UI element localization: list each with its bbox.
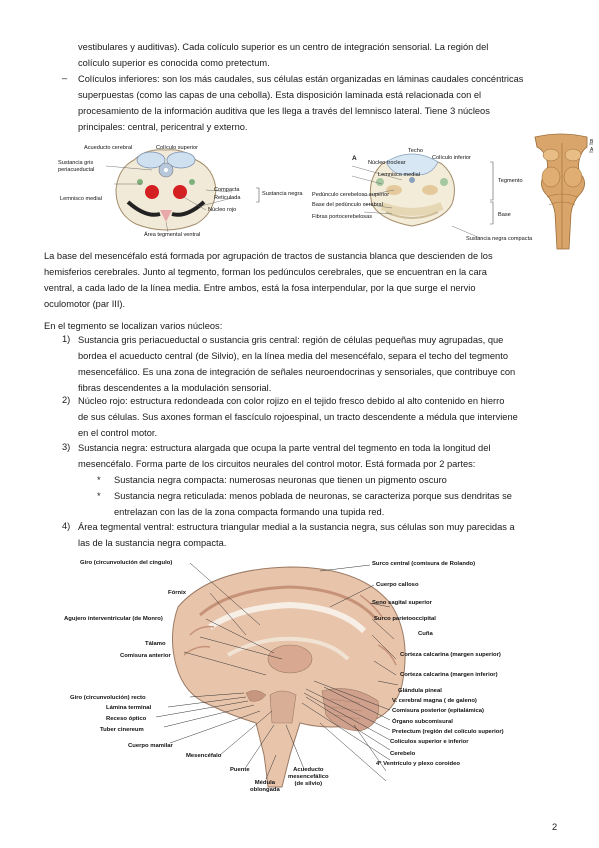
brain-label-organo-subcomisural: Órgano subcomisural xyxy=(392,719,453,725)
brain-label-glandula-pineal: Glándula pineal xyxy=(398,688,442,694)
intro-line-1: vestibulares y auditivas). Cada colículo… xyxy=(78,42,489,52)
brain-label-receso-optico: Receso óptico xyxy=(106,716,147,722)
inferior-line-4: principales: central, pericentral y exte… xyxy=(78,122,248,132)
item3-line-1: Sustancia negra: estructura alargada que… xyxy=(78,443,491,453)
brainstem-figure: B A xyxy=(527,133,597,251)
label-base-pedunculo: Base del pedúnculo cerebral xyxy=(312,202,383,208)
brain-label-giro-recto: Giro (circunvolución) recto xyxy=(70,695,146,701)
brain-label-calcarina-inf: Corteza calcarina (margen inferior) xyxy=(400,672,498,678)
list-number-1: 1) xyxy=(62,334,71,344)
label-acueducto-cerebral: Acueducto cerebral xyxy=(84,145,133,151)
brain-label-cuarto-ventriculo: 4º Ventrículo y plexo coroideo xyxy=(376,761,460,767)
brain-label-puente: Puente xyxy=(230,767,250,773)
intro-line-2: colículo superior es conocida como prete… xyxy=(78,58,270,68)
inferior-line-2: superpuestas (como las capas de una cebo… xyxy=(78,90,482,100)
brain-label-surco-parieto: Surco parietooccipital xyxy=(374,616,436,622)
page-number: 2 xyxy=(552,822,558,832)
dash-bullet: – xyxy=(62,73,68,83)
label-pedunculo-superior: Pedúnculo cerebeloso superior xyxy=(312,192,390,198)
lower-midbrain-drawing xyxy=(351,153,494,239)
item2-line-3: en el control motor. xyxy=(78,428,158,438)
base-line-1: La base del mesencéfalo está formada por… xyxy=(44,251,493,261)
label-nucleo-troclear: Núcleo troclear xyxy=(368,160,406,166)
brain-label-comisura-posterior: Comisura posterior (epitalámica) xyxy=(392,708,484,714)
base-line-3: ventral, a cada lado de la línea media. … xyxy=(44,283,476,293)
base-line-2: hemisferios cerebrales. Junto al tegment… xyxy=(44,267,487,277)
list-number-2: 2) xyxy=(62,395,71,405)
brain-sagittal-drawing xyxy=(155,562,406,788)
brain-label-seno-sagital: Seno sagital superior xyxy=(372,600,432,606)
brain-label-lamina-terminal: Lámina terminal xyxy=(106,705,152,711)
label-sustancia-negra-compacta: Sustancia negra compacta xyxy=(466,236,533,242)
brain-label-surco-central: Surco central (comisura de Rolando) xyxy=(372,561,476,567)
brain-label-comisura-anterior: Comisura anterior xyxy=(120,653,171,659)
brain-label-fornix: Fórnix xyxy=(168,590,186,596)
sub-bullet-1: * xyxy=(97,475,101,485)
marker-b: B xyxy=(590,139,594,145)
sub-item2-line-2: entrelazan con las de la zona compacta f… xyxy=(114,507,385,517)
brainstem-drawing xyxy=(534,133,593,250)
item3-line-2: mesencéfalo. Forma parte de los circuito… xyxy=(78,459,476,469)
inferior-line-1: Colículos inferiores: son los más caudal… xyxy=(78,74,524,84)
item1-line-1: Sustancia gris periacueductal o sustanci… xyxy=(78,335,504,345)
brain-label-cuerpo-mamilar: Cuerpo mamilar xyxy=(128,743,173,749)
label-lemnisco-medial: Lemnisco medial xyxy=(60,196,102,202)
label-sustancia-negra: Sustancia negra xyxy=(262,191,303,197)
label-area-tegmental: Área tegmental ventral xyxy=(144,232,201,238)
item2-line-1: Núcleo rojo: estructura redondeada con c… xyxy=(78,396,505,406)
label-coliculo-superior: Colículo superior xyxy=(156,145,198,151)
list-number-3: 3) xyxy=(62,442,71,452)
item1-line-4: fibras descendentes a la modulación sens… xyxy=(78,383,272,393)
sub-item1-line-1: Sustancia negra compacta: numerosas neur… xyxy=(114,475,447,485)
figure-letter-a: A xyxy=(352,155,357,162)
label-base: Base xyxy=(498,212,511,218)
brain-label-talamo: Tálamo xyxy=(145,641,166,647)
brain-label-mesencefalo: Mesencéfalo xyxy=(186,753,222,759)
label-lemnisco-medial-2: Lemnisco medial xyxy=(378,172,420,178)
sub-bullet-2: * xyxy=(97,491,101,501)
label-tegmento: Tegmento xyxy=(498,178,523,184)
item4-line-1: Área tegmental ventral: estructura trian… xyxy=(78,522,515,532)
label-compacta: Compacta xyxy=(214,187,240,193)
marker-a: A xyxy=(590,147,594,153)
brain-label-v-cerebral: V. cerebral magna ( de galeno) xyxy=(392,698,477,704)
item2-line-2: de sus células. Sus axones forman el fas… xyxy=(78,412,518,422)
label-sustancia-gris: Sustancia gris periacueductal xyxy=(58,160,95,173)
brain-label-medula: Médula oblongada xyxy=(250,780,280,793)
brain-label-cuna: Cuña xyxy=(418,631,433,637)
list-number-4: 4) xyxy=(62,521,71,531)
item1-line-3: mesencefálico. Es una zona de integració… xyxy=(78,367,516,377)
brain-label-cingulo: Giro (circunvolución del cíngulo) xyxy=(80,560,173,566)
lower-midbrain-figure: A Techo Colículo inferior Núcleo troclea… xyxy=(312,140,532,248)
label-coliculo-inferior: Colículo inferior xyxy=(432,155,471,161)
brain-label-cuerpo-calloso: Cuerpo calloso xyxy=(376,582,419,588)
brain-label-tuber-cinereum: Tuber cinereum xyxy=(100,727,144,733)
label-techo: Techo xyxy=(408,148,423,154)
label-nucleo-rojo: Núcleo rojo xyxy=(208,207,237,213)
brain-label-coliculos: Colículos superior e inferior xyxy=(390,739,469,745)
brain-label-pretectum: Pretectum (región del colículo superior) xyxy=(392,729,504,735)
brain-label-acueducto: Acueducto mesencefálico (de silvio) xyxy=(288,767,329,787)
item4-line-2: las de la sustancia negra compacta. xyxy=(78,538,227,548)
sub-item2-line-1: Sustancia negra reticulada: menos poblad… xyxy=(114,491,512,501)
brain-label-cerebelo: Cerebelo xyxy=(390,751,416,757)
brain-label-agujero: Agujero interventricular (de Monro) xyxy=(64,616,163,622)
label-fibras: Fibras portocerebelosas xyxy=(312,214,373,220)
midbrain-section-figure: Acueducto cerebral Colículo superior Sus… xyxy=(56,140,302,240)
tegmento-intro: En el tegmento se localizan varios núcle… xyxy=(44,321,223,331)
inferior-line-3: procesamiento de la información auditiva… xyxy=(78,106,490,116)
label-reticulada: Reticulada xyxy=(214,195,241,201)
brain-label-calcarina-sup: Corteza calcarina (margen superior) xyxy=(400,652,501,658)
item1-line-2: bordea el acueducto central (de Silvio),… xyxy=(78,351,508,361)
brain-sagittal-figure: Giro (circunvolución del cíngulo) Fórnix… xyxy=(60,555,530,805)
midbrain-section-drawing xyxy=(105,149,260,233)
base-line-4: oculomotor (par III). xyxy=(44,299,126,309)
